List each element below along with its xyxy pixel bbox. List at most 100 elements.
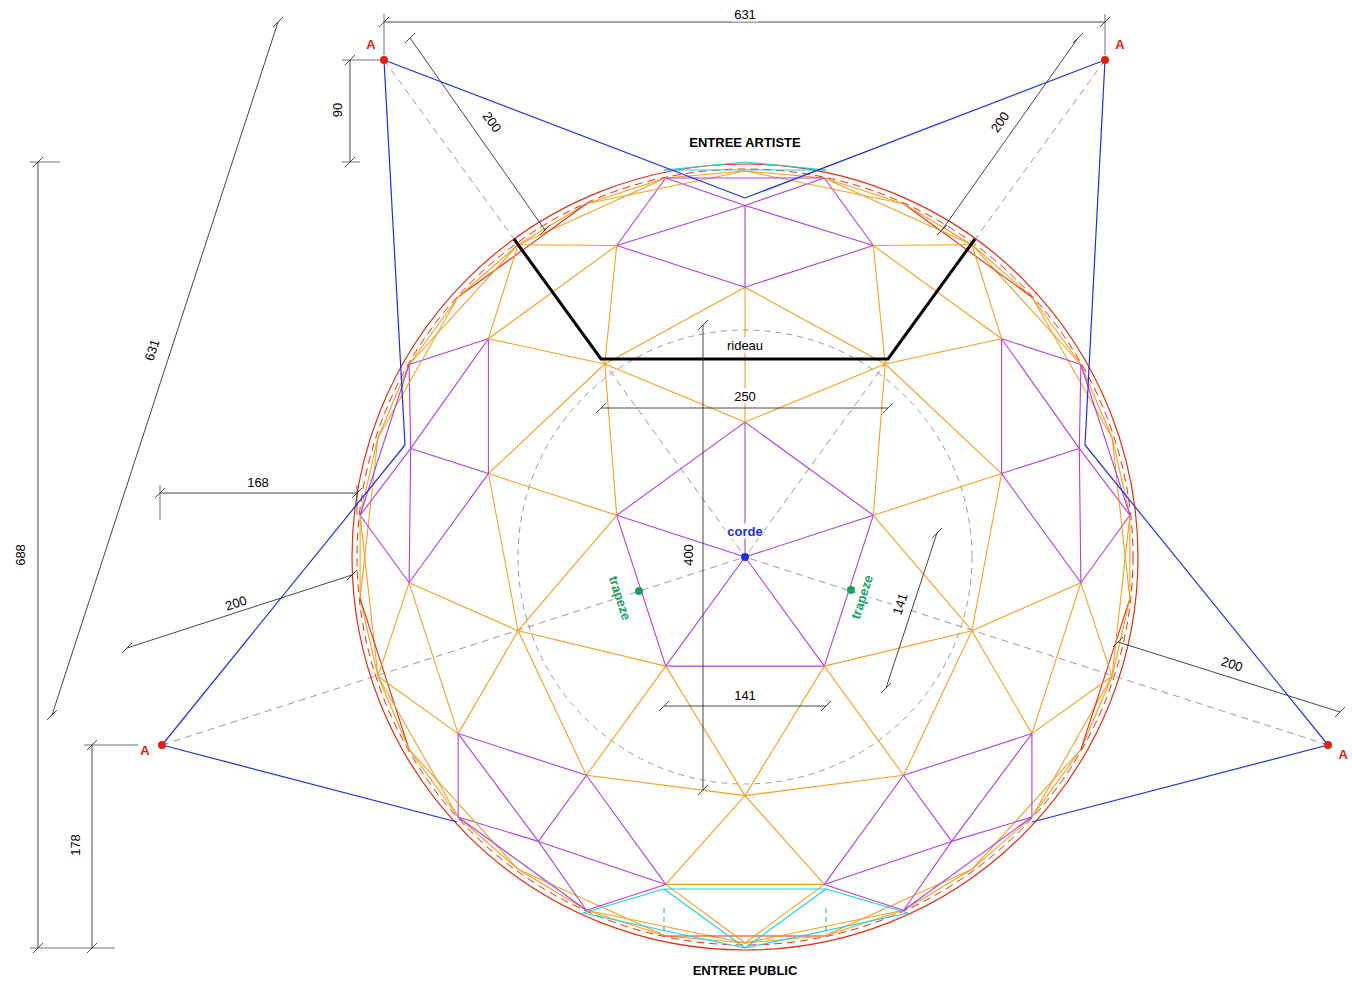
- dome-strut: [873, 364, 885, 515]
- dimension-line: [350, 60, 351, 162]
- dimension-tick: [1335, 707, 1345, 717]
- guy-line: [1085, 60, 1105, 445]
- dome-strut: [458, 631, 518, 734]
- rope-point: [741, 553, 749, 561]
- anchor-point: [1101, 56, 1109, 64]
- dimension-tick: [405, 33, 415, 43]
- dome-strut: [904, 869, 972, 910]
- dome-strut: [518, 631, 586, 776]
- extension-line: [342, 60, 380, 61]
- dimension-tick: [347, 570, 357, 580]
- entry-strut: [745, 162, 826, 170]
- dimension-value: 631: [141, 335, 163, 364]
- dome-strut: [518, 631, 666, 666]
- dome-strut: [378, 297, 458, 438]
- dome-strut: [666, 884, 825, 885]
- dome-strut: [1002, 339, 1080, 449]
- dome-strut: [666, 796, 745, 885]
- entry-strut: [664, 162, 745, 170]
- dome-strut: [378, 676, 458, 817]
- trapeze-label: trapeze: [847, 571, 877, 623]
- dome-strut: [1081, 515, 1130, 583]
- dome-strut: [458, 245, 518, 297]
- dome-strut: [745, 178, 824, 206]
- anchor-point: [1324, 741, 1332, 749]
- dome-strut: [409, 583, 458, 734]
- dome-strut: [1129, 515, 1130, 598]
- dome-strut: [586, 171, 745, 204]
- dome-strut: [952, 734, 1032, 842]
- dome-strut: [409, 448, 411, 582]
- guy-line: [1085, 445, 1328, 745]
- dome-strut: [1002, 448, 1080, 473]
- dome-strut: [972, 245, 1081, 365]
- dimension-line: [1118, 642, 1340, 712]
- dome-strut: [972, 245, 1032, 297]
- dome-strut: [904, 204, 972, 245]
- dimension-value: 168: [245, 475, 271, 490]
- entry-strut: [583, 889, 664, 913]
- anchor-point: [380, 56, 388, 64]
- dimension-tick: [47, 710, 57, 720]
- dome-strut: [873, 474, 1001, 516]
- entry-strut: [745, 889, 826, 948]
- entry-label: ENTREE ARTISTE: [687, 135, 802, 150]
- dimension-value: 250: [732, 389, 758, 404]
- dome-strut: [885, 364, 1001, 474]
- dome-strut: [666, 884, 745, 943]
- dome-strut: [972, 245, 1002, 339]
- dimension-value: 141: [732, 688, 758, 703]
- dome-strut: [904, 734, 1032, 776]
- dome-strut: [745, 910, 904, 943]
- dimension-line: [410, 38, 545, 230]
- dimension-line: [703, 325, 704, 790]
- dome-strut: [1112, 515, 1130, 676]
- dome-strut: [605, 364, 617, 515]
- dome-strut: [824, 631, 972, 666]
- dome-strut: [972, 817, 1032, 869]
- dimension-value: 141: [889, 589, 911, 618]
- dimension-tick: [883, 403, 893, 413]
- dome-strut: [1112, 438, 1130, 599]
- dimension-tick: [1073, 33, 1083, 43]
- dome-strut: [586, 884, 665, 910]
- guy-line: [384, 60, 405, 445]
- dome-strut: [666, 178, 745, 206]
- dome-strut: [952, 817, 1032, 841]
- dome-strut: [1032, 676, 1112, 733]
- dome-strut: [1002, 474, 1081, 583]
- guy-line: [384, 60, 745, 198]
- dome-strut: [1032, 750, 1081, 818]
- dome-strut: [972, 583, 1081, 631]
- dimension-value: 200: [1217, 653, 1246, 675]
- entry-mark: [664, 908, 665, 936]
- dome-strut: [666, 666, 825, 667]
- dimension-line: [127, 575, 352, 648]
- dome-strut: [605, 246, 617, 365]
- dome-strut: [972, 474, 1002, 631]
- dimension-tick: [821, 701, 831, 711]
- dome-strut: [586, 910, 665, 936]
- extension-line: [384, 14, 385, 55]
- extension-line: [30, 162, 60, 163]
- dome-strut: [745, 171, 904, 204]
- trapeze-point: [635, 587, 643, 595]
- dimension-tick: [122, 643, 132, 653]
- guy-line: [162, 745, 457, 822]
- dimension-value: 400: [681, 542, 696, 568]
- entry-label: ENTREE PUBLIC: [691, 963, 800, 978]
- dimension-tick: [1113, 637, 1123, 647]
- dome-strut: [744, 206, 745, 288]
- anchor-point: [158, 741, 166, 749]
- dome-strut: [745, 666, 824, 796]
- anchor-label: A: [364, 37, 377, 52]
- dome-strut: [409, 750, 458, 818]
- dome-strut: [904, 841, 952, 910]
- dome-strut: [745, 364, 885, 422]
- dimension-line: [886, 533, 937, 688]
- dome-strut: [666, 557, 745, 666]
- dome-strut: [873, 246, 885, 365]
- dome-strut: [824, 178, 903, 204]
- anchor-label: A: [1113, 37, 1126, 52]
